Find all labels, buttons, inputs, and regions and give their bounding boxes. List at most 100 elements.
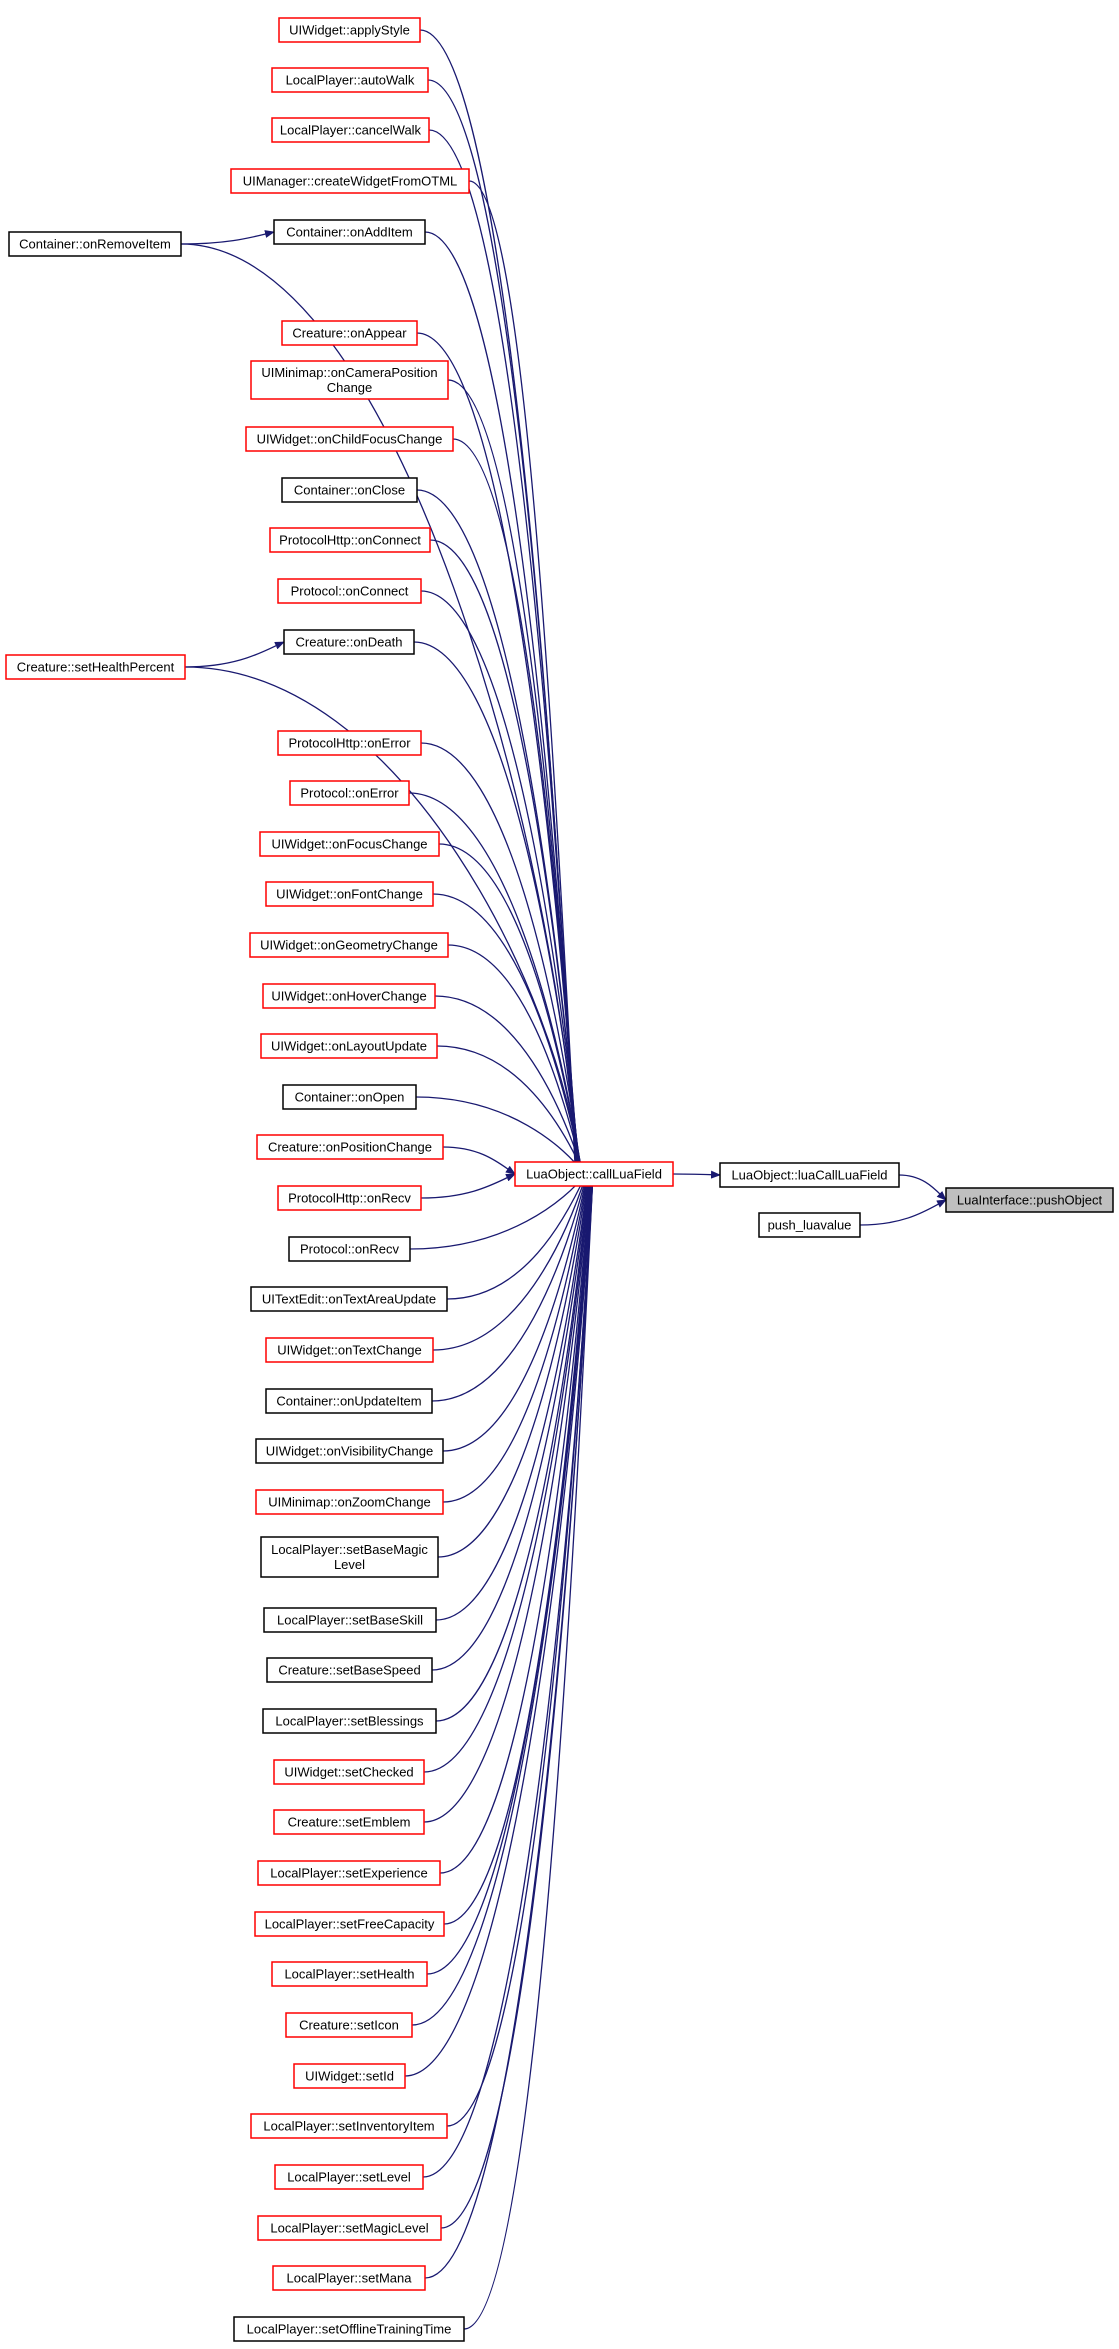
node-label: UIWidget::onLayoutUpdate <box>271 1039 427 1054</box>
node-box <box>293 2063 406 2089</box>
node-onGeometryChange[interactable]: UIWidget::onGeometryChange <box>249 932 449 958</box>
node-label: Container::onAddItem <box>286 225 412 240</box>
edge-setIcon-to-callLuaField <box>411 1173 596 2026</box>
node-httpOnConnect[interactable]: ProtocolHttp::onConnect <box>269 527 431 553</box>
node-createWidgetFromOTML[interactable]: UIManager::createWidgetFromOTML <box>230 168 470 194</box>
edge-push_luavalue-to-pushObject <box>859 1199 947 1226</box>
edge-httpOnRecv-to-callLuaField <box>420 1173 516 1199</box>
node-onUpdateItem[interactable]: Container::onUpdateItem <box>265 1388 433 1414</box>
node-setMana[interactable]: LocalPlayer::setMana <box>272 2265 426 2291</box>
edge-onChildFocusChange-to-callLuaField <box>452 438 583 1175</box>
node-box <box>233 2316 465 2342</box>
node-setEmblem[interactable]: Creature::setEmblem <box>273 1809 425 1835</box>
edge-httpOnError-to-callLuaField <box>420 742 585 1175</box>
node-box <box>5 654 186 680</box>
node-onTextChange[interactable]: UIWidget::onTextChange <box>265 1337 434 1363</box>
node-box <box>514 1161 674 1187</box>
node-setBaseSkill[interactable]: LocalPlayer::setBaseSkill <box>263 1607 437 1633</box>
node-box <box>250 360 449 400</box>
node-httpOnRecv[interactable]: ProtocolHttp::onRecv <box>277 1185 422 1211</box>
node-setLevel[interactable]: LocalPlayer::setLevel <box>274 2164 424 2190</box>
node-label: push_luavalue <box>768 1218 852 1233</box>
node-onHoverChange[interactable]: UIWidget::onHoverChange <box>262 983 436 1009</box>
node-onZoomChange[interactable]: UIMinimap::onZoomChange <box>255 1489 444 1515</box>
node-onClose[interactable]: Container::onClose <box>281 477 418 503</box>
node-label: Protocol::onConnect <box>291 584 409 599</box>
node-label: UIWidget::onFontChange <box>276 887 423 902</box>
node-applyStyle[interactable]: UIWidget::applyStyle <box>278 17 421 43</box>
node-box <box>288 1236 411 1262</box>
node-box <box>273 1809 425 1835</box>
node-onPositionChange[interactable]: Creature::onPositionChange <box>256 1134 444 1160</box>
node-onOpen[interactable]: Container::onOpen <box>282 1084 417 1110</box>
node-onAddItem[interactable]: Container::onAddItem <box>273 219 426 245</box>
node-protoOnRecv[interactable]: Protocol::onRecv <box>288 1236 411 1262</box>
node-protoOnError[interactable]: Protocol::onError <box>289 780 410 806</box>
node-label: UIWidget::applyStyle <box>289 23 410 38</box>
node-setChecked[interactable]: UIWidget::setChecked <box>273 1759 425 1785</box>
node-onChildFocusChange[interactable]: UIWidget::onChildFocusChange <box>245 426 454 452</box>
node-httpOnError[interactable]: ProtocolHttp::onError <box>277 730 422 756</box>
edge-onVisibilityChange-to-callLuaField <box>442 1173 590 1452</box>
edge-setHealthPercent-to-onDeath <box>184 641 285 668</box>
node-setIcon[interactable]: Creature::setIcon <box>285 2012 413 2038</box>
node-box <box>277 730 422 756</box>
edge-setLevel-to-callLuaField <box>422 1173 597 2178</box>
node-box <box>271 117 430 143</box>
node-onAppear[interactable]: Creature::onAppear <box>281 320 418 346</box>
node-callLuaField[interactable]: LuaObject::callLuaField <box>514 1161 674 1187</box>
node-setHealth[interactable]: LocalPlayer::setHealth <box>271 1961 428 1987</box>
edge-onGeometryChange-to-callLuaField <box>447 944 585 1175</box>
node-onFontChange[interactable]: UIWidget::onFontChange <box>265 881 434 907</box>
node-box <box>273 219 426 245</box>
node-cancelWalk[interactable]: LocalPlayer::cancelWalk <box>271 117 430 143</box>
edge-setId-to-callLuaField <box>404 1173 596 2077</box>
node-luaCallLuaField[interactable]: LuaObject::luaCallLuaField <box>719 1162 900 1188</box>
node-label: Change <box>327 380 373 395</box>
node-label: UIWidget::onVisibilityChange <box>266 1444 433 1459</box>
node-push-luavalue[interactable]: push_luavalue <box>758 1212 861 1238</box>
node-pushObject[interactable]: LuaInterface::pushObject <box>945 1187 1114 1213</box>
node-onFocusChange[interactable]: UIWidget::onFocusChange <box>259 831 440 857</box>
node-box <box>277 1185 422 1211</box>
node-onVisibilityChange[interactable]: UIWidget::onVisibilityChange <box>255 1438 444 1464</box>
node-label: ProtocolHttp::onRecv <box>288 1191 411 1206</box>
edge-onPositionChange-to-callLuaField <box>442 1146 516 1175</box>
node-box <box>259 831 440 857</box>
node-box <box>263 1607 437 1633</box>
node-label: LuaObject::luaCallLuaField <box>731 1168 887 1183</box>
node-onDeath[interactable]: Creature::onDeath <box>283 629 415 655</box>
node-box <box>265 1337 434 1363</box>
node-setBlessings[interactable]: LocalPlayer::setBlessings <box>262 1708 437 1734</box>
edge-setBaseSpeed-to-callLuaField <box>431 1173 593 1671</box>
node-label: Creature::onDeath <box>296 635 403 650</box>
node-label: Creature::setHealthPercent <box>17 660 175 675</box>
node-setExperience[interactable]: LocalPlayer::setExperience <box>257 1860 441 1886</box>
node-setInventoryItem[interactable]: LocalPlayer::setInventoryItem <box>250 2113 448 2139</box>
edge-setHealth-to-callLuaField <box>426 1173 596 1975</box>
node-label: Level <box>334 1557 365 1572</box>
edge-callLuaField-to-luaCallLuaField <box>672 1170 721 1179</box>
node-label: Creature::setBaseSpeed <box>278 1663 420 1678</box>
node-setFreeCapacity[interactable]: LocalPlayer::setFreeCapacity <box>254 1911 445 1937</box>
node-setBaseSpeed[interactable]: Creature::setBaseSpeed <box>266 1657 433 1683</box>
node-setOfflineTrainingTime[interactable]: LocalPlayer::setOfflineTrainingTime <box>233 2316 465 2342</box>
node-setHealthPercent[interactable]: Creature::setHealthPercent <box>5 654 186 680</box>
node-protoOnConnect[interactable]: Protocol::onConnect <box>277 578 422 604</box>
node-box <box>271 67 429 93</box>
node-setMagicLevel[interactable]: LocalPlayer::setMagicLevel <box>257 2215 442 2241</box>
node-setId[interactable]: UIWidget::setId <box>293 2063 406 2089</box>
edge-setBaseMagicLevel-to-callLuaField <box>437 1173 591 1558</box>
node-label: UITextEdit::onTextAreaUpdate <box>262 1292 436 1307</box>
edge-onZoomChange-to-callLuaField <box>442 1173 591 1503</box>
node-onTextAreaUpdate[interactable]: UITextEdit::onTextAreaUpdate <box>250 1286 448 1312</box>
edge-onUpdateItem-to-callLuaField <box>431 1173 589 1402</box>
node-box <box>249 932 449 958</box>
node-autoWalk[interactable]: LocalPlayer::autoWalk <box>271 67 429 93</box>
node-onLayoutUpdate[interactable]: UIWidget::onLayoutUpdate <box>260 1033 438 1059</box>
node-onRemoveItem[interactable]: Container::onRemoveItem <box>8 231 182 257</box>
node-label: UIWidget::onHoverChange <box>271 989 426 1004</box>
